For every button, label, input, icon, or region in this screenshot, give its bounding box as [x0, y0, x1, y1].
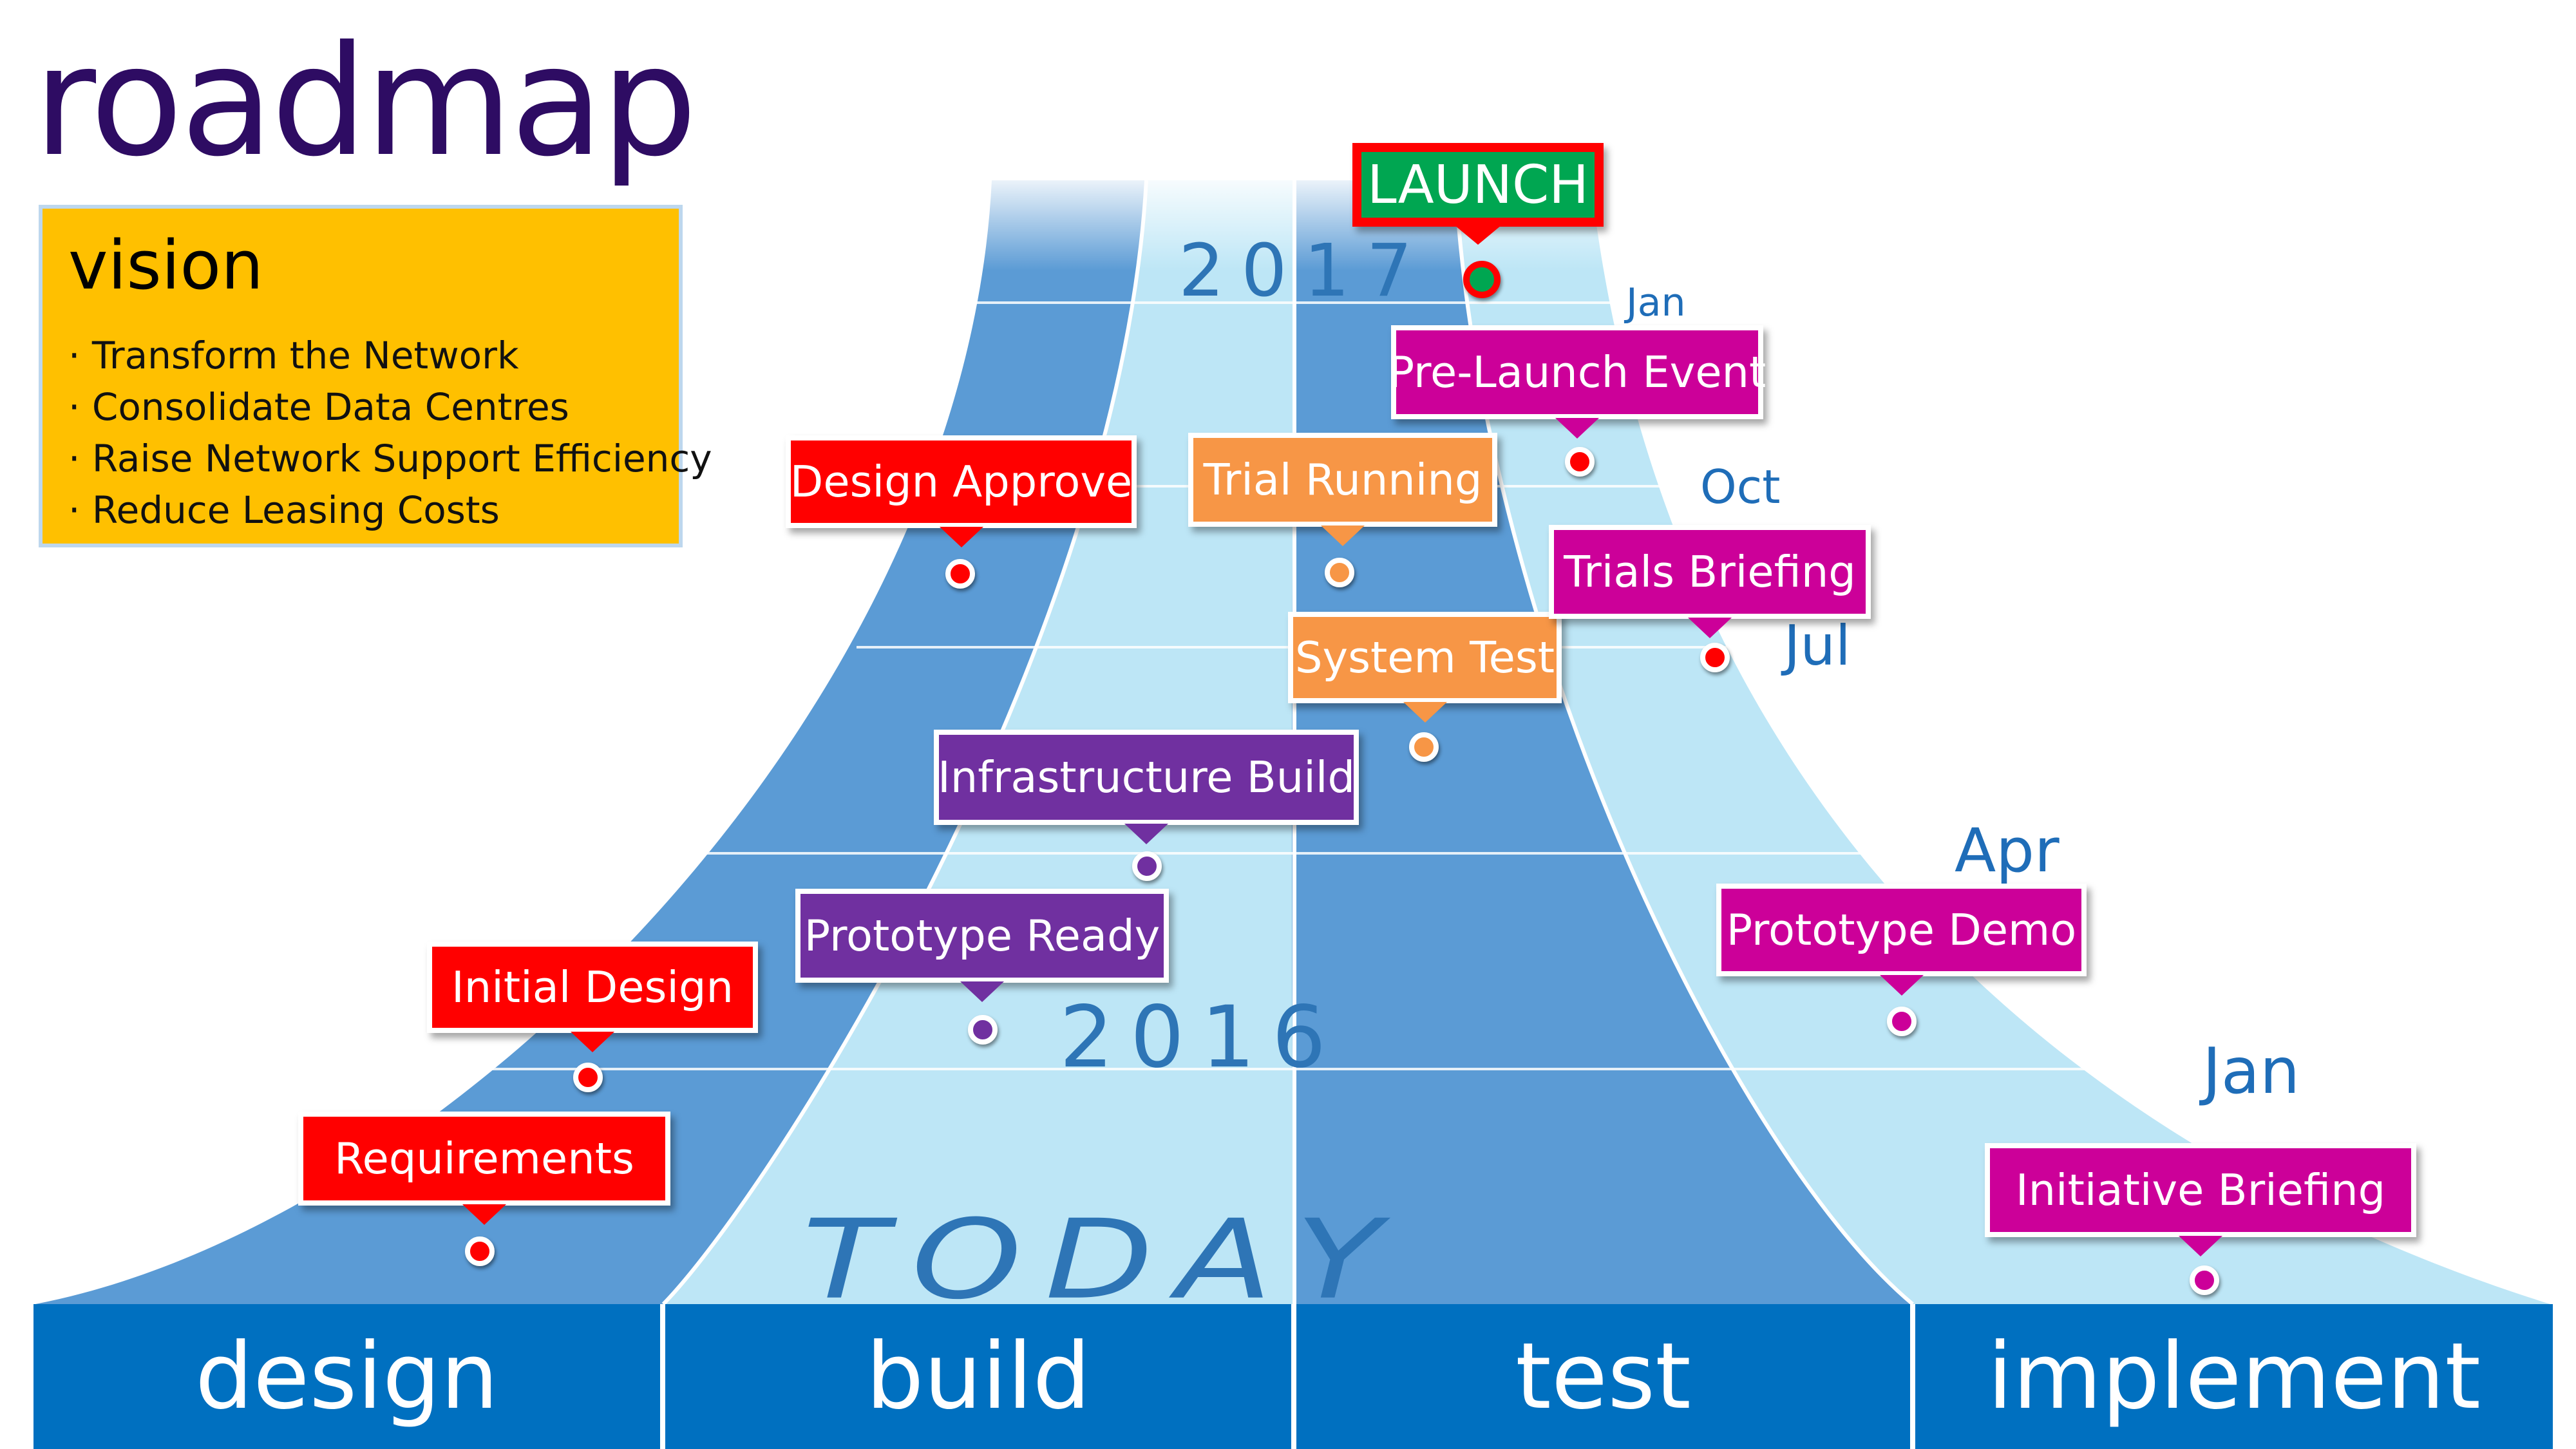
stage-test: test: [1296, 1304, 1910, 1449]
milestone-initial-design: Initial Design: [427, 942, 758, 1033]
month-oct-label: Oct: [1700, 460, 1781, 514]
year-2016-label: 2016: [1059, 988, 1343, 1087]
milestone-initiative-briefing: Initiative Briefing: [1985, 1143, 2416, 1237]
milestone-prototype-demo-marker: [1887, 1007, 1917, 1036]
milestone-infrastructure-build: Infrastructure Build: [934, 730, 1359, 825]
milestone-launch: LAUNCH: [1352, 143, 1604, 227]
vision-heading: vision: [68, 226, 264, 305]
milestone-system-test-marker: [1409, 732, 1439, 762]
today-label: TODAY: [802, 1196, 1405, 1324]
month-apr-label: Apr: [1955, 816, 2060, 886]
stage-implement: implement: [1915, 1304, 2553, 1449]
stage-build: build: [665, 1304, 1291, 1449]
month-jan-2016-label: Jan: [2202, 1035, 2300, 1108]
milestone-infrastructure-build-marker: [1132, 851, 1162, 881]
lane-implement: [1455, 180, 2550, 1304]
milestone-prototype-ready-marker: [968, 1015, 998, 1045]
milestone-launch-marker: [1463, 261, 1501, 298]
vision-item: Raise Network Support Efficiency: [68, 433, 712, 484]
milestone-design-approve-marker: [945, 559, 975, 589]
vision-item: Consolidate Data Centres: [68, 381, 653, 433]
milestone-prototype-ready: Prototype Ready: [795, 889, 1169, 983]
vision-box: vision Transform the Network Consolidate…: [39, 205, 712, 547]
year-2017-label: 2017: [1179, 229, 1430, 313]
vision-item: Reduce Leasing Costs: [68, 484, 653, 536]
lane-build: [663, 180, 1294, 1304]
page-title: roadmap: [33, 13, 697, 190]
milestone-design-approve: Design Approve: [786, 435, 1137, 528]
milestone-trial-running: Trial Running: [1188, 433, 1497, 527]
month-jul-label: Jul: [1784, 614, 1851, 678]
milestone-requirements: Requirements: [298, 1112, 670, 1206]
milestone-trial-running-marker: [1325, 558, 1354, 587]
stage-design: design: [33, 1304, 660, 1449]
month-jan-2017-label: Jan: [1626, 280, 1686, 325]
milestone-system-test: System Test: [1288, 612, 1562, 703]
milestone-initiative-briefing-marker: [2190, 1265, 2219, 1295]
milestone-pre-launch-event-marker: [1565, 447, 1595, 477]
milestone-requirements-marker: [465, 1236, 495, 1266]
vision-item: Transform the Network: [68, 330, 653, 381]
milestone-pre-launch-event: Pre-Launch Event: [1388, 325, 1766, 419]
milestone-prototype-demo: Prototype Demo: [1716, 884, 2087, 976]
milestone-trials-briefing-marker: [1700, 643, 1730, 672]
milestone-initial-design-marker: [573, 1063, 603, 1092]
milestone-trials-briefing: Trials Briefing: [1549, 525, 1871, 619]
